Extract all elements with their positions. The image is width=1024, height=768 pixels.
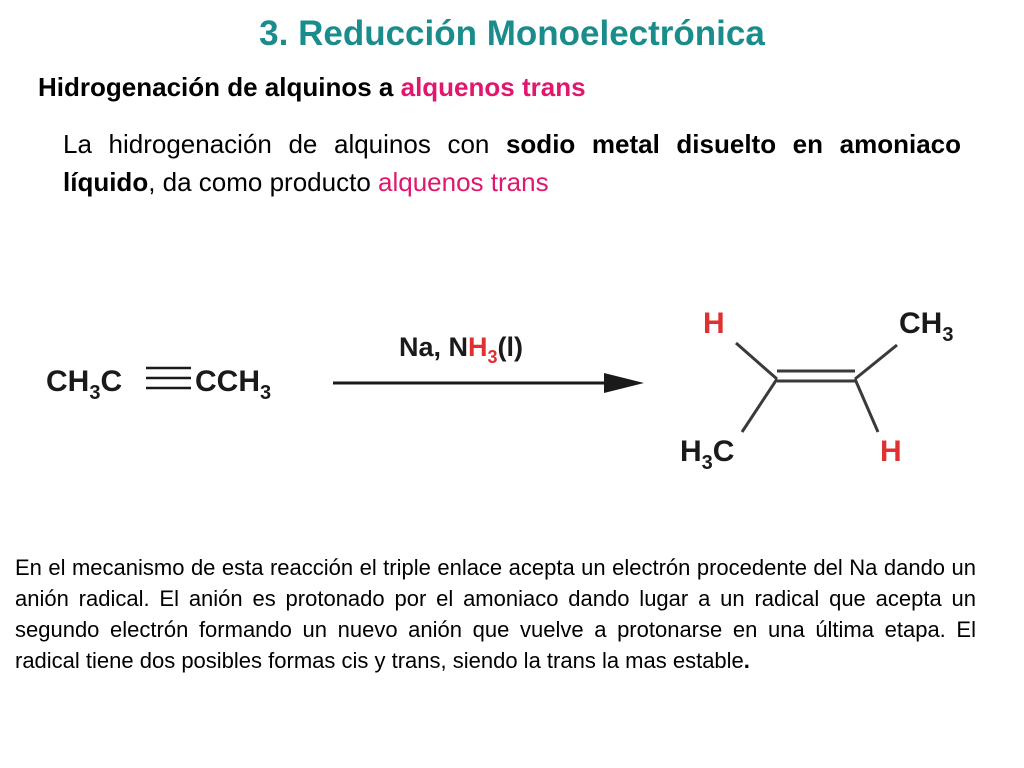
product-ch3-top: CH3 bbox=[899, 307, 953, 346]
mechanism-period: . bbox=[743, 648, 750, 673]
mechanism-text: En el mecanismo de esta reacción el trip… bbox=[15, 555, 976, 673]
intro-text-1: La hidrogenación de alquinos con bbox=[63, 129, 506, 159]
reactant-left: CH3C bbox=[46, 365, 122, 404]
reagent-label: Na, NH3(l) bbox=[399, 332, 523, 367]
intro-paragraph: La hidrogenación de alquinos con sodio m… bbox=[63, 125, 961, 201]
slide-subtitle: Hidrogenación de alquinos a alquenos tra… bbox=[38, 72, 586, 103]
triple-bond bbox=[146, 366, 191, 390]
reaction-arrow bbox=[333, 373, 644, 393]
product-h-bottom: H bbox=[880, 435, 902, 468]
mechanism-paragraph: En el mecanismo de esta reacción el trip… bbox=[15, 552, 976, 676]
slide-title: 3. Reducción Monoelectrónica bbox=[259, 14, 765, 53]
intro-highlight: alquenos trans bbox=[378, 167, 549, 197]
intro-bold: sodio metal disuelto en amoniaco líquido bbox=[63, 129, 961, 197]
product-h3c: H3C bbox=[680, 435, 734, 474]
subtitle-highlight: alquenos trans bbox=[400, 72, 586, 102]
reactant-right: CCH3 bbox=[195, 365, 271, 404]
intro-text-2: , da como producto bbox=[148, 167, 379, 197]
product-bonds bbox=[735, 341, 898, 433]
product-h-top: H bbox=[703, 307, 725, 340]
subtitle-text: Hidrogenación de alquinos a bbox=[38, 72, 401, 102]
